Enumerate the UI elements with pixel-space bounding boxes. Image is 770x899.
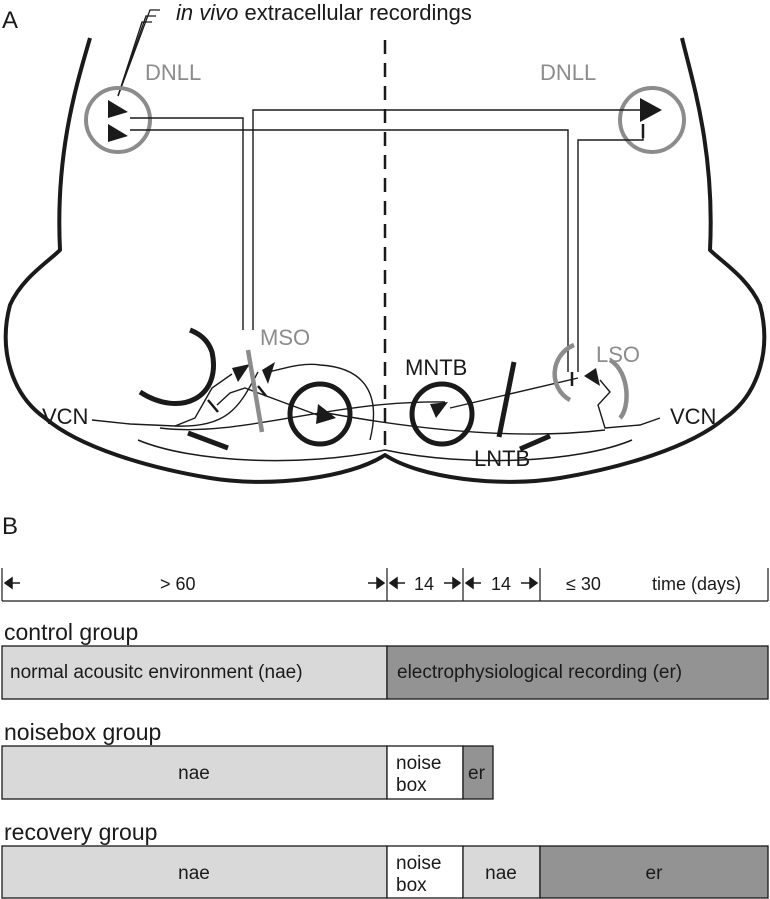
panel-a: A in vivo extracellular recordings DNLL … [2,0,767,484]
dnll-right-label: DNLL [540,60,596,85]
dnll-right-circle [618,86,686,154]
timeline-axis-label: time (days) [652,574,741,594]
recovery-bar-nae-label: nae [178,863,210,884]
lso-arc [552,342,629,420]
recovery-bar-noise-line2: box [396,875,427,896]
noisebox-bar-nae [1,745,388,800]
control-bar-er-label: electrophysiological recording (er) [397,662,682,683]
dnll-left-circle [84,86,152,154]
timeline-label-0: > 60 [160,574,196,594]
vcn-right-label: VCN [670,404,716,429]
control-bar-nae [1,645,388,700]
recovery-bar-nae-2 [462,845,541,899]
mso-label: MSO [260,325,310,350]
panel-b: B > 60 14 14 ≤ 30 time (d [1,513,769,899]
recovery-group-title: recovery group [4,819,157,845]
inner-contour [137,439,633,462]
noisebox-bar-er-label: er [468,763,486,784]
recovery-bar-er-label: er [646,863,664,884]
timeline: > 60 14 14 ≤ 30 time (days) [1,568,769,602]
inhibitory-terminals [207,124,645,413]
panel-a-letter: A [2,7,18,34]
mntb-right-circle [409,381,475,447]
recovery-bar-noise [386,845,464,899]
timeline-label-1: 14 [414,574,434,594]
vcn-left-arc [138,327,216,406]
timeline-label-3: ≤ 30 [566,574,601,594]
recording-note-italic: in vivo [176,0,238,25]
timeline-arrows [3,576,539,590]
arrowheads [108,98,662,424]
recovery-bar-nae-2-label: nae [485,863,517,884]
projections [91,109,661,441]
recording-note-rest: extracellular recordings [238,0,472,25]
control-bar-er [386,645,769,700]
lso-label: LSO [596,342,640,367]
vcn-left-bar [187,430,229,451]
panel-b-letter: B [2,513,18,540]
mntb-label: MNTB [405,355,467,380]
lntb-label: LNTB [474,446,530,471]
recovery-bar-noise-line1: noise [396,853,441,874]
timeline-ticks [1,568,769,601]
noisebox-bar-nae-label: nae [178,763,210,784]
timeline-label-2: 14 [491,574,511,594]
control-bar-nae-label: normal acousitc environment (nae) [10,662,303,683]
lntb-line [496,361,517,438]
recovery-bar-er [539,845,769,899]
dnll-left-label: DNLL [145,60,201,85]
noisebox-bar-noise-line1: noise [396,753,441,774]
noisebox-bar-er [462,745,494,800]
noisebox-group-title: noisebox group [4,719,161,745]
mso-line [245,349,265,433]
control-group-title: control group [4,619,138,645]
vcn-left-label: VCN [42,404,88,429]
electrode-lines [117,9,160,97]
noisebox-bar-noise-line2: box [396,775,427,796]
mntb-left-circle [287,381,353,447]
recording-note: in vivo extracellular recordings [176,0,472,25]
lntb-bar [519,433,551,452]
recovery-bar-nae [1,845,388,899]
